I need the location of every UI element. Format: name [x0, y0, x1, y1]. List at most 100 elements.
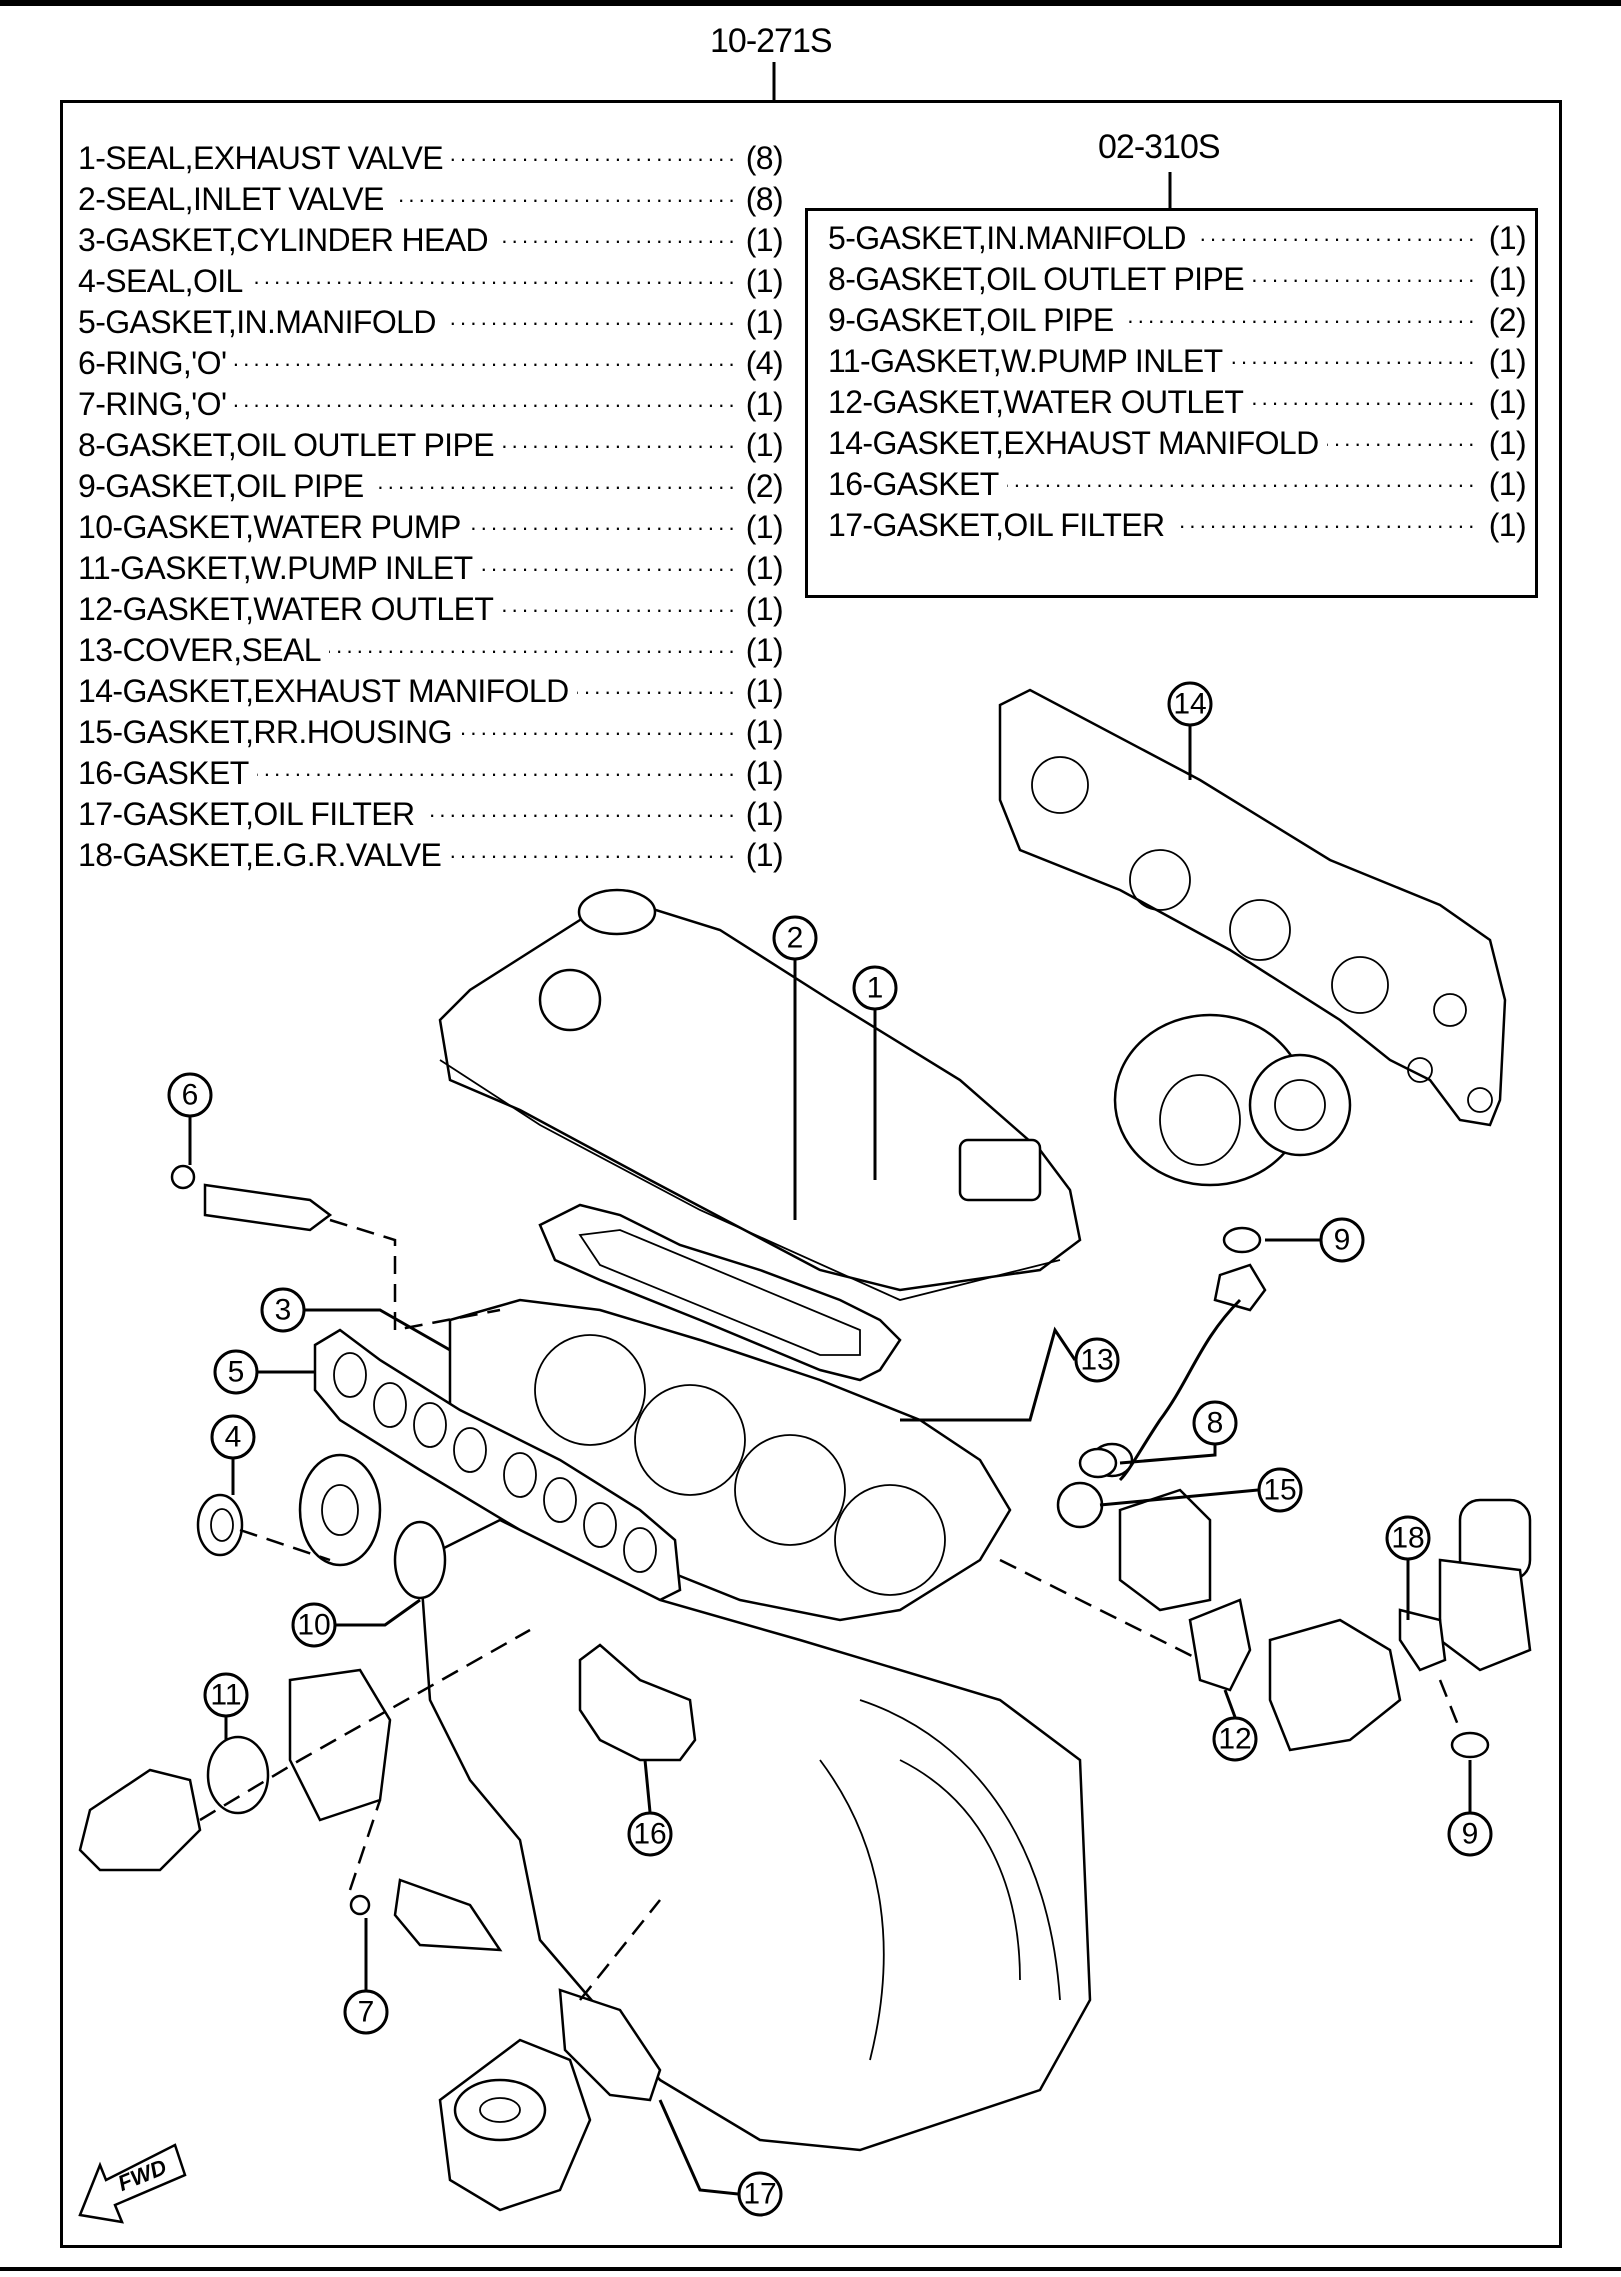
main-list-item-name: 7-RING,'O' — [78, 384, 235, 425]
sub-list-item: 14-GASKET,EXHAUST MANIFOLD··············… — [828, 423, 1527, 464]
sub-list-item-name: 12-GASKET,WATER OUTLET — [828, 382, 1252, 423]
oil-pipe-gasket-top-part — [1222, 1226, 1262, 1254]
callout-18: 18 — [1385, 1515, 1431, 1561]
callout-9-top: 9 — [1319, 1217, 1365, 1263]
main-list-item-name: 18-GASKET,E.G.R.VALVE — [78, 835, 450, 876]
egr-valve-gasket-part — [1398, 1608, 1447, 1672]
callout-2: 2 — [772, 915, 818, 961]
thermostat-housing-part — [78, 1668, 392, 1872]
main-list-item: 10-GASKET,WATER PUMP····················… — [78, 507, 784, 548]
svg-text:1: 1 — [867, 972, 884, 1005]
oil-seal-dash-line — [239, 1528, 331, 1562]
svg-text:13: 13 — [1080, 1344, 1113, 1377]
callout-14: 14 — [1167, 681, 1213, 727]
sub-list-item-qty: (1) — [1482, 218, 1527, 259]
callout-13: 13 — [1074, 1337, 1120, 1383]
svg-text:6: 6 — [182, 1079, 199, 1112]
sub-list-item: 17-GASKET,OIL FILTER····················… — [828, 505, 1527, 546]
svg-text:11: 11 — [210, 1679, 241, 1712]
callout-4: 4 — [210, 1414, 256, 1460]
svg-text:18: 18 — [1391, 1522, 1424, 1555]
sub-list-item: 12-GASKET,WATER OUTLET··················… — [828, 382, 1527, 423]
main-list-item: 17-GASKET,OIL FILTER····················… — [78, 794, 784, 835]
intake-manifold-gasket-part — [313, 1328, 682, 1602]
callout-15: 15 — [1257, 1467, 1303, 1513]
svg-text:4: 4 — [225, 1421, 242, 1454]
fwd-arrow-icon: FWD — [78, 2143, 187, 2224]
main-list-item-name: 15-GASKET,RR.HOUSING — [78, 712, 460, 753]
sub-list-item-name: 17-GASKET,OIL FILTER — [828, 505, 1173, 546]
main-list-item-qty: (4) — [739, 343, 784, 384]
sub-list-item-qty: (1) — [1482, 259, 1527, 300]
callouts: 14 2 1 6 9 3 13 5 8 4 15 18 10 11 12 16 … — [167, 681, 1493, 2217]
main-list-item-qty: (1) — [739, 835, 784, 876]
main-list-item-name: 6-RING,'O' — [78, 343, 235, 384]
callout-1: 1 — [852, 965, 898, 1011]
svg-text:16: 16 — [633, 1818, 666, 1851]
oil-pipe-gasket-bottom-part — [1450, 1731, 1490, 1759]
sub-list-item: 11-GASKET,W.PUMP INLET··················… — [828, 341, 1527, 382]
main-list-item-name: 4-SEAL,OIL — [78, 261, 251, 302]
main-list-item: 13-COVER,SEAL···························… — [78, 630, 784, 671]
svg-text:3: 3 — [275, 1294, 292, 1327]
oil-seal-part — [196, 1493, 244, 1557]
main-list-item-qty: (1) — [739, 261, 784, 302]
main-list-item-name: 5-GASKET,IN.MANIFOLD — [78, 302, 444, 343]
main-list-item-qty: (1) — [739, 220, 784, 261]
svg-text:15: 15 — [1263, 1474, 1296, 1507]
svg-text:12: 12 — [1218, 1723, 1251, 1756]
main-list-item-qty: (2) — [739, 466, 784, 507]
main-list-item: 15-GASKET,RR.HOUSING····················… — [78, 712, 784, 753]
main-list-item-qty: (1) — [739, 548, 784, 589]
o-ring-7-part — [349, 1894, 371, 1916]
main-list-item: 11-GASKET,W.PUMP INLET··················… — [78, 548, 784, 589]
sub-list-item-name: 14-GASKET,EXHAUST MANIFOLD — [828, 423, 1327, 464]
sub-list-item-name: 11-GASKET,W.PUMP INLET — [828, 341, 1231, 382]
main-list-item: 16-GASKET·······························… — [78, 753, 784, 794]
oil-filter-dash-line — [579, 1899, 661, 2001]
main-list-item-name: 13-COVER,SEAL — [78, 630, 329, 671]
main-list-item-name: 8-GASKET,OIL OUTLET PIPE — [78, 425, 502, 466]
main-list-item-name: 3-GASKET,CYLINDER HEAD — [78, 220, 497, 261]
top-rule — [0, 0, 1621, 6]
w-pump-dash-line — [199, 1628, 531, 1822]
valve-cover-part — [438, 888, 1082, 1301]
cylinder-head-gasket-part — [448, 1298, 1012, 1622]
sub-kit-code: 02-310S — [1098, 128, 1221, 166]
main-list-item: 4-SEAL,OIL······························… — [78, 261, 784, 302]
callout-11: 11 — [203, 1672, 249, 1718]
main-list-item-qty: (1) — [739, 753, 784, 794]
main-list-item-qty: (1) — [739, 712, 784, 753]
rr-housing-gasket-part — [1056, 1481, 1104, 1529]
main-list-item: 2-SEAL,INLET VALVE······················… — [78, 179, 784, 220]
sub-kit-box — [805, 208, 1538, 598]
sub-list-item-qty: (2) — [1482, 300, 1527, 341]
main-list-item-qty: (8) — [739, 138, 784, 179]
main-list-item: 12-GASKET,WATER OUTLET··················… — [78, 589, 784, 630]
sub-list-item: 16-GASKET·······························… — [828, 464, 1527, 505]
water-pump-gasket-part — [393, 1520, 447, 1600]
svg-text:17: 17 — [743, 2178, 776, 2211]
svg-text:5: 5 — [228, 1356, 245, 1389]
main-list-item-qty: (1) — [739, 302, 784, 343]
egr-valve-part — [1438, 1498, 1532, 1672]
sub-list-item-name: 8-GASKET,OIL OUTLET PIPE — [828, 259, 1252, 300]
main-list-item-qty: (1) — [739, 589, 784, 630]
injector-dash-line — [329, 1218, 501, 1332]
callout-8: 8 — [1192, 1400, 1238, 1446]
water-outlet-part — [1268, 1618, 1402, 1752]
main-list-item-name: 16-GASKET — [78, 753, 257, 794]
sub-list-item: 8-GASKET,OIL OUTLET PIPE················… — [828, 259, 1527, 300]
main-list-item-name: 11-GASKET,W.PUMP INLET — [78, 548, 481, 589]
egr-dash-line — [1438, 1679, 1462, 1731]
bracket-part — [393, 1878, 503, 1952]
oil-filter-housing-part — [438, 2038, 592, 2212]
rr-housing-dash-line — [999, 1558, 1201, 1662]
main-list-item: 8-GASKET,OIL OUTLET PIPE················… — [78, 425, 784, 466]
svg-text:9: 9 — [1462, 1818, 1479, 1851]
main-list-item-qty: (1) — [739, 507, 784, 548]
svg-text:2: 2 — [787, 922, 804, 955]
sub-list-item-qty: (1) — [1482, 423, 1527, 464]
kit-code: 10-271S — [710, 22, 833, 60]
